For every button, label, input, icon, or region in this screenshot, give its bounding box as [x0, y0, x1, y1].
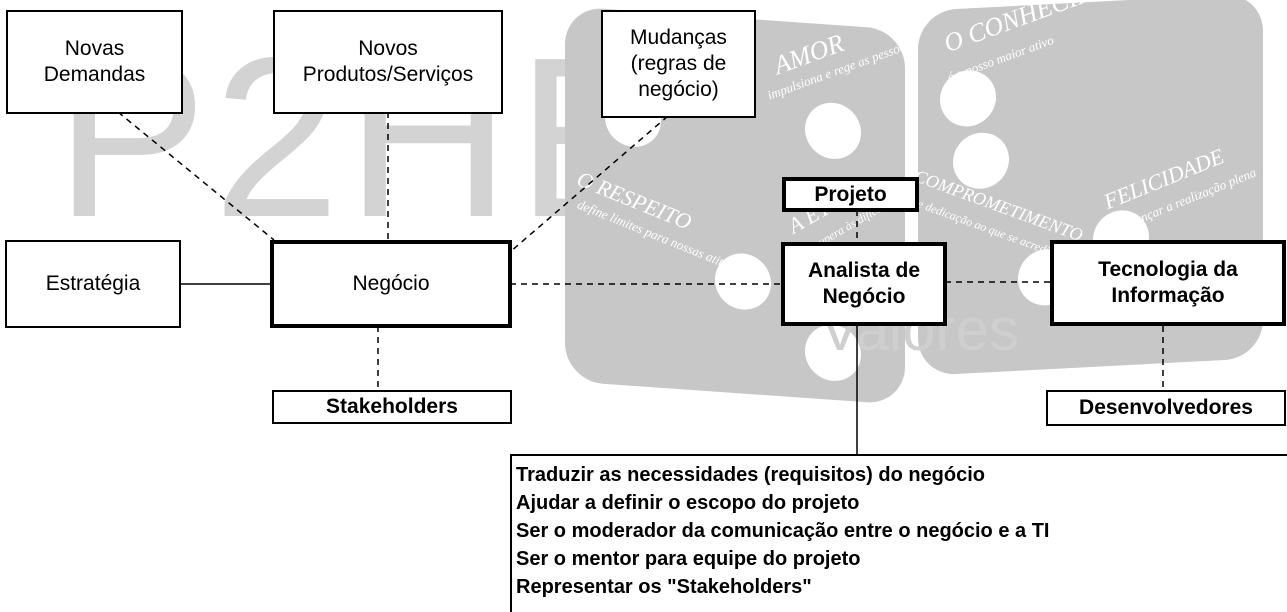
- node-negocio: Negócio: [270, 240, 512, 328]
- list-item: Ajudar a definir o escopo do projeto: [516, 492, 860, 514]
- list-item: Ser o mentor para equipe do projeto: [516, 548, 861, 570]
- node-estrategia: Estratégia: [5, 240, 181, 328]
- list-item: Ser o moderador da comunicação entre o n…: [516, 520, 1050, 542]
- node-novos-produtos: Novos Produtos/Serviços: [273, 10, 503, 114]
- node-projeto: Projeto: [782, 177, 919, 212]
- node-novas-demandas: Novas Demandas: [6, 10, 183, 114]
- list-item: Traduzir as necessidades (requisitos) do…: [516, 464, 986, 486]
- node-tecnologia-informacao: Tecnologia da Informação: [1050, 240, 1286, 326]
- connector-demandas-negocio: [117, 111, 275, 241]
- node-mudancas: Mudanças (regras de negócio): [601, 10, 756, 118]
- list-item: Representar os "Stakeholders": [516, 576, 812, 598]
- node-desenvolvedores: Desenvolvedores: [1046, 390, 1286, 426]
- node-analista: Analista de Negócio: [781, 242, 947, 326]
- node-stakeholders: Stakeholders: [272, 390, 512, 424]
- responsibilities-box: Traduzir as necessidades (requisitos) do…: [510, 454, 1287, 612]
- connector-mudancas-negocio: [509, 115, 669, 253]
